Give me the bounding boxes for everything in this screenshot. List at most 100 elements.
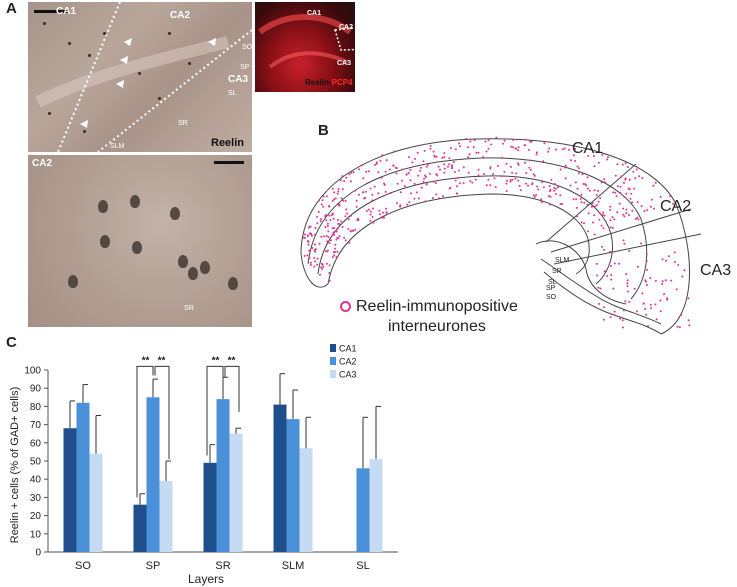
reelin-cell-dot (586, 203, 589, 206)
reelin-cell-dot (329, 239, 332, 242)
reelin-cell-dot (655, 318, 658, 321)
reelin-cell-dot (622, 309, 625, 312)
reelin-cell-dot (487, 139, 490, 142)
reelin-cell-dot (469, 180, 472, 183)
reelin-cell-dot (632, 170, 635, 173)
reelin-cell-dot (555, 193, 557, 195)
reelin-cell-dot (537, 188, 540, 191)
reelin-cell-dot (448, 163, 450, 166)
reelin-cell-dot (641, 177, 644, 180)
reelin-cell-dot (584, 183, 587, 186)
reelin-cell-dot (325, 195, 328, 198)
reelin-cell-dot (336, 250, 339, 253)
reelin-cell-dot (344, 200, 347, 202)
reelin-cell-dot (606, 158, 609, 161)
reelin-cell-dot (348, 173, 351, 176)
x-tick-label: SO (75, 560, 91, 572)
y-tick-label: 100 (24, 366, 41, 377)
reelin-cell-dot (372, 221, 375, 224)
sig-label: ** (142, 355, 150, 366)
reelin-cell-dot (533, 195, 536, 198)
reelin-cell-dot (409, 179, 412, 182)
reelin-cell-dot (645, 280, 648, 283)
label-sr: SR (178, 120, 188, 127)
reelin-cell-dot (596, 189, 599, 192)
reelin-cell-dot (364, 190, 367, 193)
reelin-cell-dot (593, 214, 596, 217)
reelin-cell-dot (403, 185, 406, 188)
reelin-cell-dot (593, 233, 596, 236)
reelin-cell-dot (474, 178, 477, 181)
reelin-bar-chart: Reelin + cells (% of GAD+ cells) Layers … (9, 344, 398, 586)
reelin-cell-dot (358, 168, 360, 171)
inset-label-ca3: CA3 (337, 60, 352, 67)
y-tick-label: 80 (30, 402, 42, 413)
reelin-cell-dot (542, 186, 545, 189)
reelin-cell-dot (525, 182, 528, 185)
reelin-cell-dot (599, 197, 602, 200)
sig-label: ** (212, 355, 220, 366)
label-b-so: SO (546, 294, 557, 301)
reelin-cell-dot (437, 165, 440, 168)
reelin-cell-dot (413, 182, 416, 185)
reelin-cell-dot (326, 222, 329, 225)
reelin-cell-dot (308, 249, 311, 252)
reelin-cell-dot (505, 190, 508, 193)
reelin-cell-dot (572, 154, 575, 157)
label-so: SO (242, 44, 252, 51)
reelin-cell-dot (322, 205, 325, 208)
reelin-cell-dot (654, 279, 657, 282)
reelin-cell-dot (303, 254, 306, 257)
reelin-cell-dot (664, 279, 667, 282)
reelin-cell-dot (668, 255, 670, 258)
reelin-cell-dot (628, 300, 631, 303)
reelin-cell-dot (624, 300, 627, 303)
reelin-cell-dot (609, 208, 612, 211)
reelin-cell-dot (583, 201, 586, 204)
reelin-cell-dot (553, 189, 556, 192)
reelin-cell-dot (494, 186, 497, 189)
reelin-cell-dot (666, 297, 669, 300)
reelin-cell-dot (596, 274, 599, 277)
reelin-cell-dot (320, 235, 323, 238)
reelin-cell-dot (629, 197, 632, 200)
reelin-cell-dot (356, 217, 359, 220)
reelin-cell-dot (408, 201, 411, 204)
reelin-cell-dot (334, 243, 337, 246)
reelin-cell-dot (609, 250, 611, 253)
reelin-cell-dot (331, 234, 334, 237)
label-b-sp: SP (546, 285, 556, 292)
reelin-cell-dot (333, 198, 335, 201)
sig-bracket (154, 365, 170, 460)
reelin-cell-dot (586, 176, 589, 179)
reelin-cell-dot (619, 191, 622, 194)
reelin-cell-dot (549, 195, 552, 198)
reelin-cell-dot (496, 164, 499, 167)
reelin-cell-dot (610, 278, 613, 281)
reelin-cell-dot (598, 218, 601, 221)
reelin-cell-dot (373, 185, 376, 188)
reelin-cell-dot (332, 212, 335, 215)
reelin-cell-dot (663, 293, 666, 296)
reelin-cell-dot (649, 205, 652, 208)
reelin-cell-dot (304, 233, 306, 236)
reelin-cell-dot (659, 310, 662, 313)
reelin-cell-dot (350, 214, 353, 217)
reelin-cell-dot (341, 226, 344, 228)
reelin-cell-dot (369, 219, 372, 222)
legend-label-ca1: CA1 (339, 344, 357, 354)
reelin-cell-dot (637, 218, 640, 221)
reelin-cell-dot (625, 273, 628, 276)
reelin-cell-dot (665, 259, 668, 262)
reelin-cell-dot (340, 220, 343, 223)
label-ca2: CA2 (170, 10, 191, 21)
reelin-cell-dot (424, 200, 427, 203)
reelin-cell-dot (425, 165, 428, 168)
reelin-cell-dot (600, 181, 603, 184)
reelin-cell-dot (371, 193, 374, 196)
reelin-cell-dot (384, 170, 387, 173)
y-tick-label: 50 (30, 457, 42, 468)
reelin-cell-dot (502, 142, 505, 145)
reelin-cell-dot (532, 194, 535, 197)
reelin-cell-dot (382, 211, 384, 214)
